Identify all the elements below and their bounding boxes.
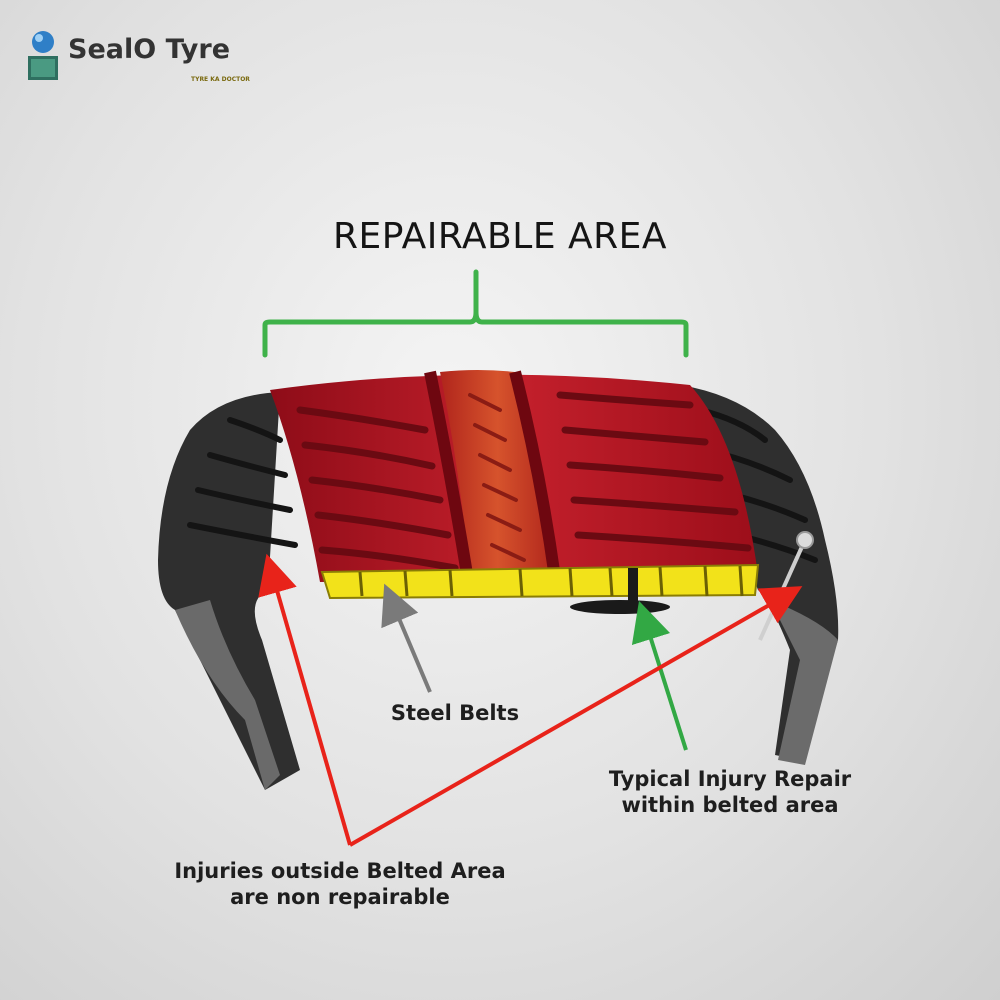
non-repairable-arrows xyxy=(258,553,803,847)
typical-repair-line-1: Typical Injury Repair xyxy=(608,767,852,791)
non-repairable-line-2: are non repairable xyxy=(230,885,450,910)
sealotyre-logo: SealO Tyre TYRE KA DOCTOR xyxy=(26,28,266,90)
steel-belts xyxy=(320,563,760,600)
non-repairable-label: Injuries outside Belted Area are non rep… xyxy=(150,858,530,911)
steel-belts-label: Steel Belts xyxy=(390,701,520,725)
repairable-area-title: REPAIRABLE AREA xyxy=(332,216,668,257)
non-repairable-line-1: Injuries outside Belted Area xyxy=(174,859,506,883)
repairable-bracket xyxy=(262,269,689,358)
typical-repair-arrow xyxy=(631,600,688,751)
typical-repair-label: Typical Injury Repair within belted area xyxy=(580,766,880,819)
brand-name: SealO Tyre xyxy=(68,34,231,65)
globe-icon xyxy=(28,31,58,80)
brand-tagline: TYRE KA DOCTOR xyxy=(191,76,250,83)
tyre-repairable-tread xyxy=(270,370,758,582)
typical-repair-line-2: within belted area xyxy=(621,793,839,818)
steel-belts-arrow xyxy=(381,583,432,693)
tyre-left-sidewall xyxy=(158,392,300,790)
